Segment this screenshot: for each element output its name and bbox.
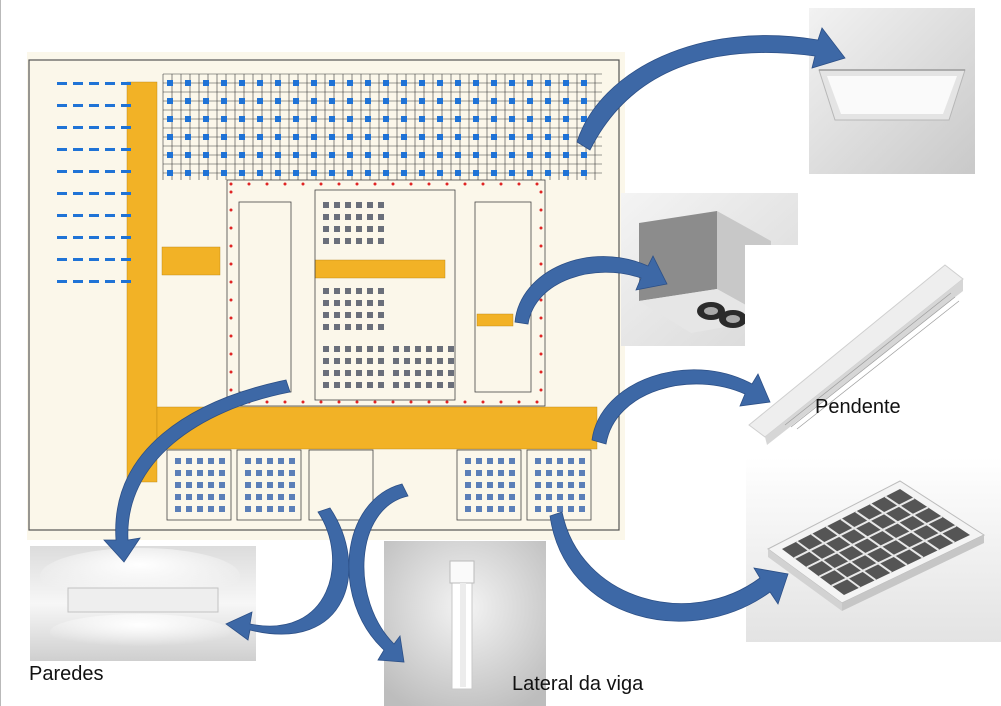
caption-paredes: Paredes bbox=[29, 663, 104, 685]
arrow-to-wall-2 bbox=[225, 507, 350, 641]
arrow-to-troffer bbox=[549, 511, 789, 622]
louver-troffer-photo bbox=[746, 457, 1001, 642]
caption-lateral-da-viga: Lateral da viga bbox=[512, 673, 644, 695]
floor-plan-drawing bbox=[27, 52, 625, 540]
caption-pendente: Pendente bbox=[815, 396, 901, 418]
panel-ceiling-light-photo bbox=[809, 8, 975, 174]
pendant-linear-photo bbox=[745, 245, 967, 445]
arrow-to-beam bbox=[348, 483, 409, 663]
arrow-to-panel bbox=[576, 27, 846, 151]
arrow-to-spotlight bbox=[514, 255, 668, 325]
left-border-line bbox=[0, 0, 1, 706]
beam-side-photo bbox=[384, 541, 546, 706]
arrow-to-pendant bbox=[591, 369, 771, 445]
wall-sconce-photo bbox=[30, 546, 256, 661]
arrow-to-wall bbox=[103, 379, 291, 563]
